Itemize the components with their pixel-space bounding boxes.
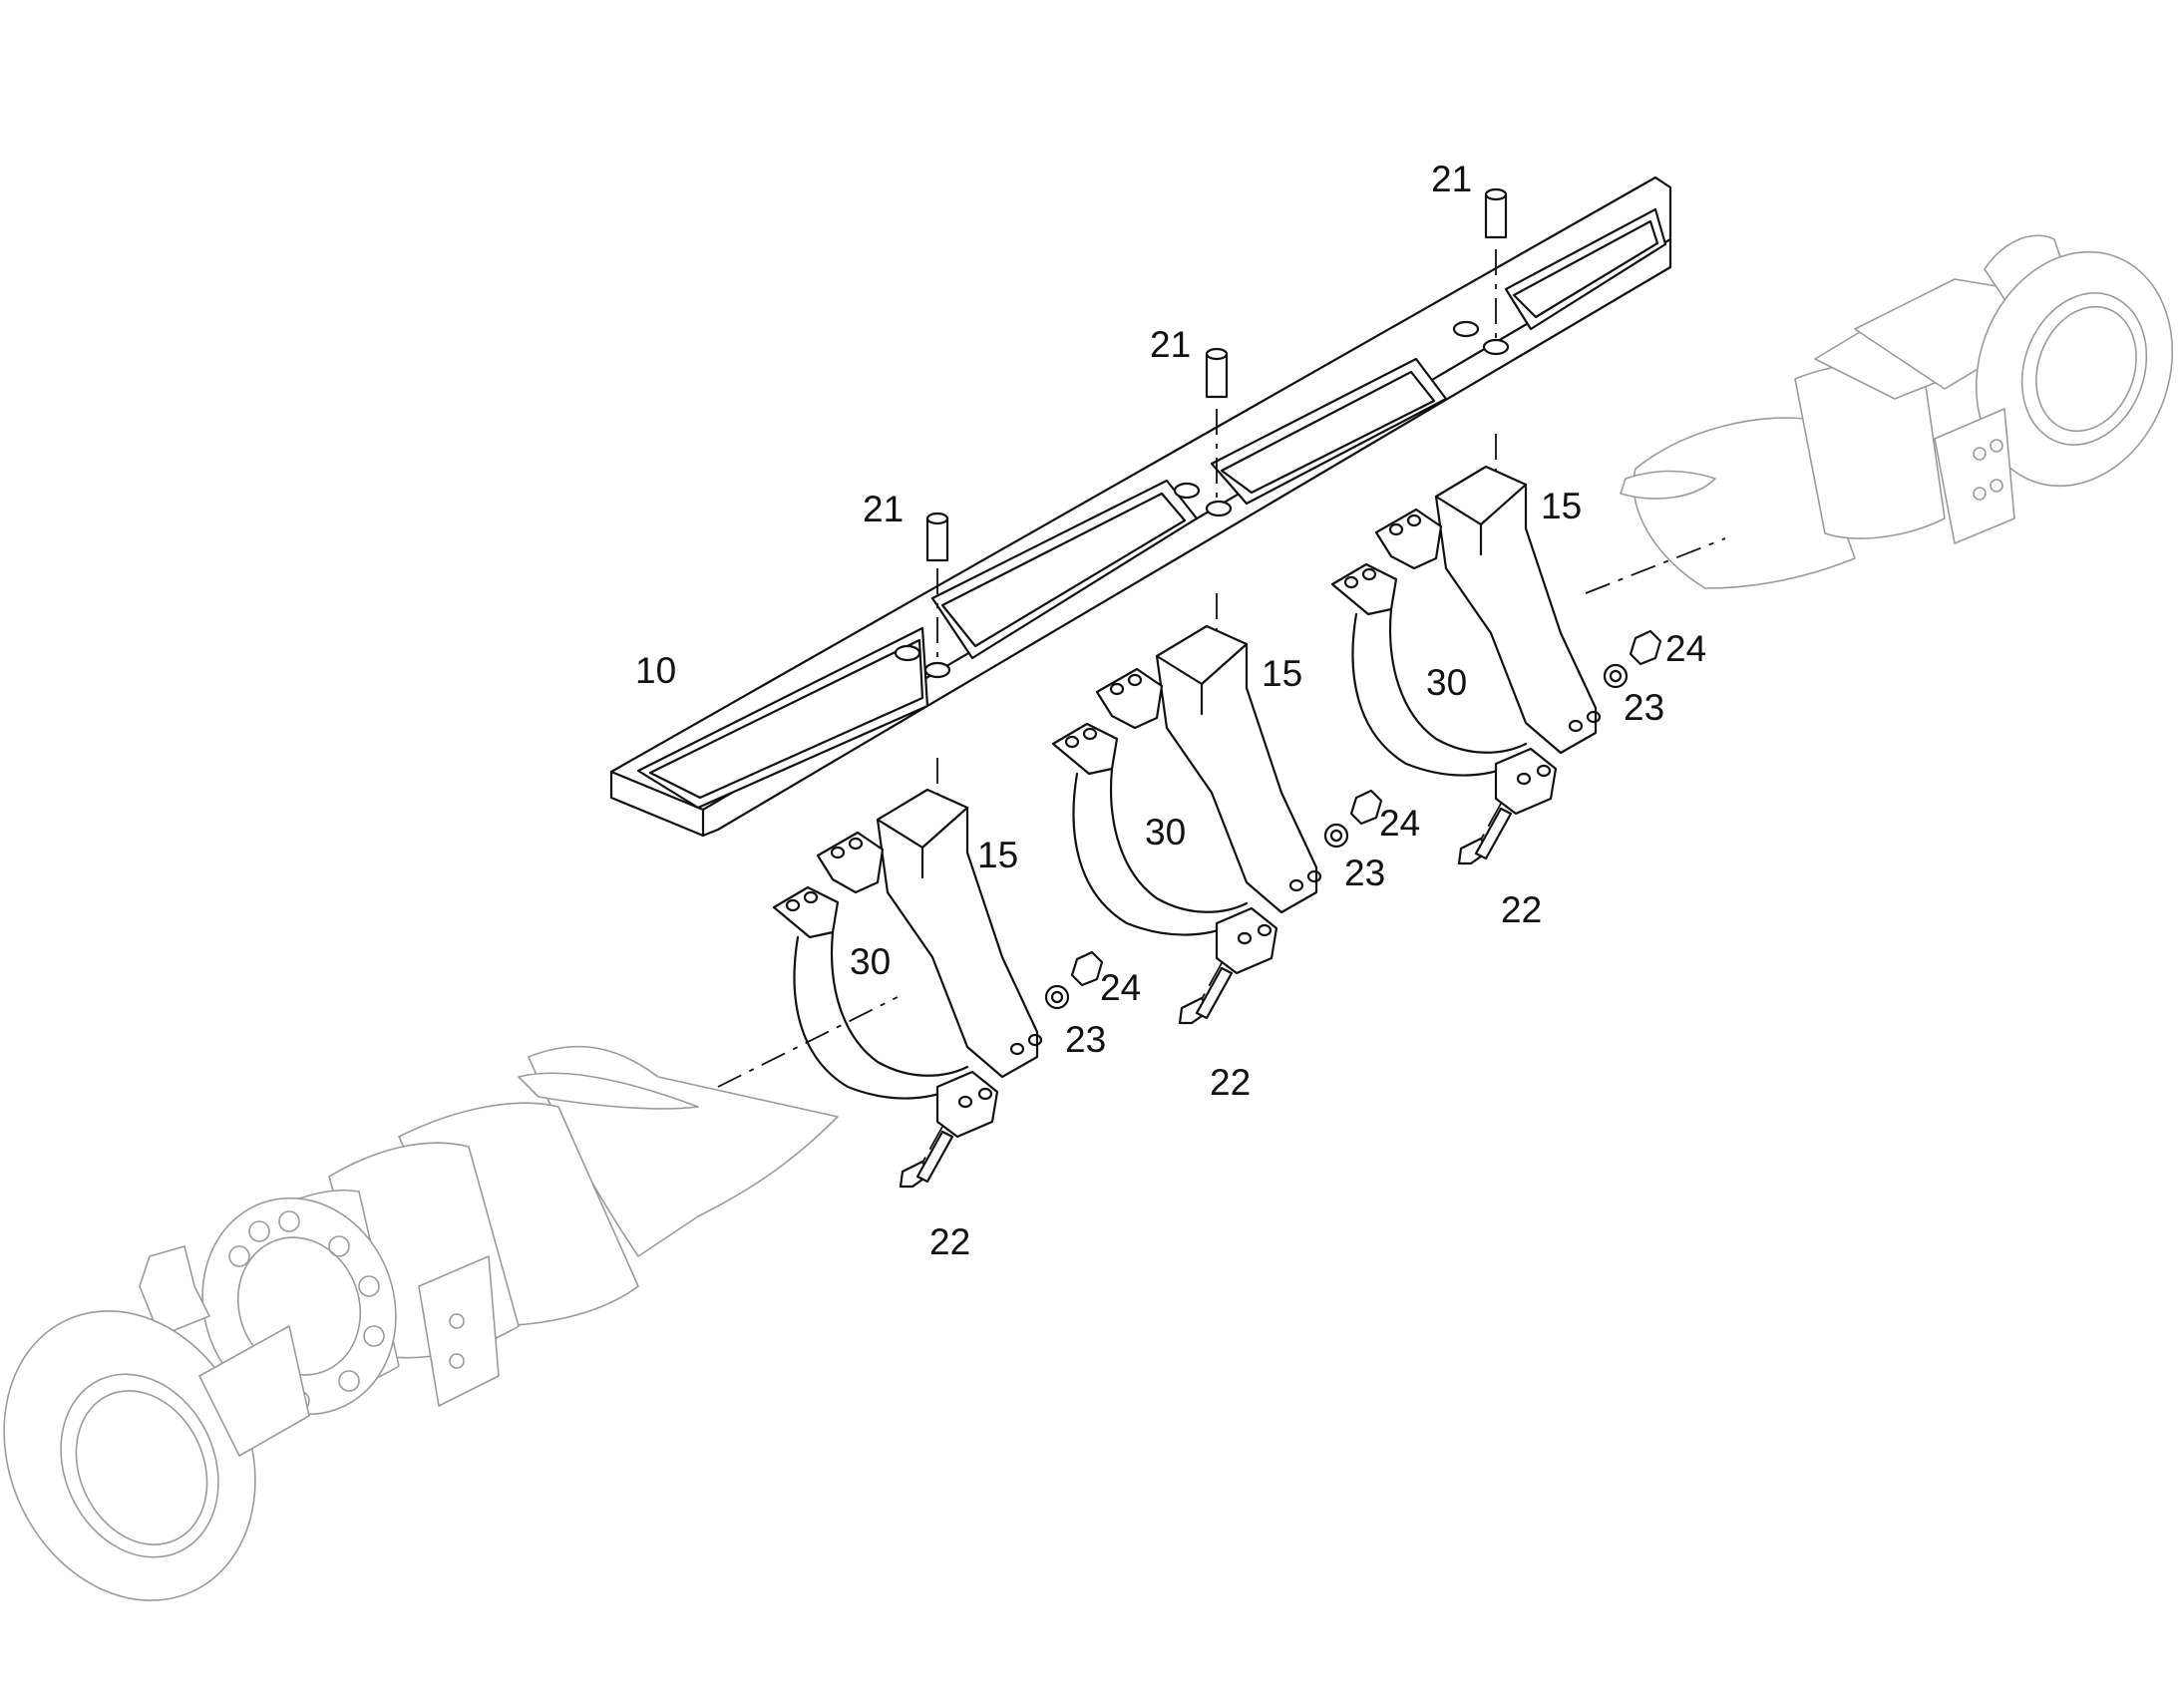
callout-bolt-mid: 22 [1210, 1062, 1251, 1103]
clamp-assembly-left [772, 788, 1104, 1189]
callout-bracket-left: 15 [977, 835, 1018, 875]
callout-washer-right: 23 [1624, 687, 1664, 728]
callout-nut-left: 24 [1100, 967, 1141, 1008]
callout-screw-mid: 21 [1150, 324, 1191, 365]
callout-screw-left: 21 [863, 489, 904, 529]
callout-nut-right: 24 [1665, 628, 1706, 669]
callout-labels: 10 21 21 21 15 15 15 30 30 30 24 24 24 2… [635, 159, 1706, 1262]
callout-bracket-right: 15 [1541, 486, 1582, 526]
callout-clamp-left: 30 [850, 941, 891, 982]
callout-bolt-right: 22 [1501, 889, 1542, 930]
clamp-assembly-right [1330, 465, 1662, 865]
cylinder-rod-end [1620, 234, 2174, 589]
mounting-frame [609, 175, 1672, 838]
clamp-assembly-mid [1051, 624, 1383, 1025]
callout-washer-mid: 23 [1344, 853, 1385, 893]
callout-bracket-mid: 15 [1262, 653, 1302, 694]
callout-nut-mid: 24 [1379, 803, 1420, 844]
callout-frame: 10 [635, 650, 676, 691]
callout-clamp-right: 30 [1426, 662, 1467, 703]
callout-washer-left: 23 [1065, 1019, 1106, 1060]
callout-clamp-mid: 30 [1145, 812, 1186, 853]
callout-bolt-left: 22 [929, 1221, 970, 1262]
cap-screws [925, 187, 1508, 663]
cylinder-head-end [3, 1045, 839, 1601]
callout-screw-right: 21 [1431, 159, 1472, 199]
